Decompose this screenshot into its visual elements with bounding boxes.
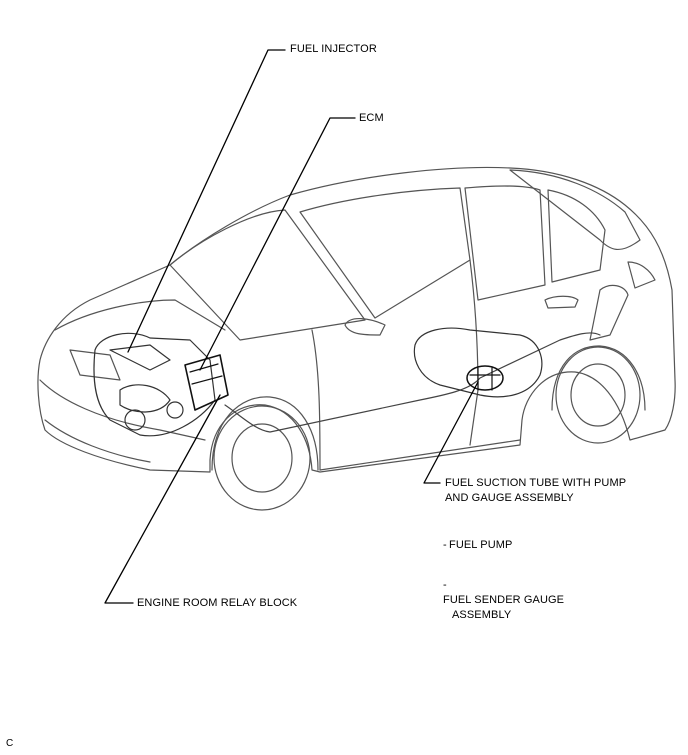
front-wheel (213, 405, 311, 511)
windshield (169, 209, 366, 341)
rear-wheel-rim (570, 363, 626, 427)
fuel-pump-module (466, 365, 504, 391)
front-door-window (299, 187, 471, 319)
rear-wheel-arch (551, 345, 646, 411)
side-mirror (344, 318, 386, 336)
front-wheel-rim (231, 423, 293, 493)
bullet-dash: - (443, 539, 447, 551)
label-fuel-sender-line1: - FUEL SENDER GAUGE (443, 578, 564, 608)
fuel-line (224, 332, 601, 433)
rear-wheel (555, 346, 641, 444)
headlight (69, 349, 121, 381)
front-door-line (311, 329, 321, 471)
tail-light (627, 261, 656, 289)
car-body-outline (37, 166, 676, 473)
front-bumper (39, 379, 206, 441)
leader-relay-block (104, 394, 221, 604)
label-fuel-sender-gauge: - FUEL SENDER GAUGE ASSEMBLY (443, 578, 564, 623)
relay-block-body (184, 354, 229, 411)
label-fuel-pump-text: FUEL PUMP (449, 539, 513, 551)
leader-lines (104, 49, 479, 604)
quarter-window (547, 189, 606, 283)
bullet-dash: - (443, 579, 447, 591)
door-sill (319, 439, 521, 471)
label-ecm: ECM (359, 112, 384, 124)
label-engine-room-relay-block: ENGINE ROOM RELAY BLOCK (137, 597, 298, 609)
label-fuel-suction-line2: AND GAUGE ASSEMBLY (445, 492, 574, 504)
engine-block (93, 332, 216, 437)
front-grille (44, 419, 151, 463)
rear-door-window (464, 185, 546, 301)
rear-window (509, 169, 641, 250)
label-fuel-sender-line2: ASSEMBLY (452, 609, 512, 621)
door-handle (544, 295, 579, 309)
label-fuel-injector: FUEL INJECTOR (290, 43, 377, 55)
label-fuel-pump: -FUEL PUMP (443, 538, 512, 553)
label-fuel-suction-tube: FUEL SUCTION TUBE WITH PUMP AND GAUGE AS… (445, 476, 626, 506)
fuel-tank (413, 327, 543, 398)
leader-ecm (199, 117, 356, 371)
hood-line (54, 299, 226, 331)
figure-code: C (6, 738, 14, 749)
label-fuel-suction-line1: FUEL SUCTION TUBE WITH PUMP (445, 477, 627, 489)
label-fuel-sender-line1-text: FUEL SENDER GAUGE (443, 594, 565, 606)
front-wheel-arch (211, 396, 319, 471)
leader-fuel-suction (423, 381, 479, 484)
leader-fuel-injector (127, 49, 286, 353)
fuel-filler-neck (589, 284, 629, 341)
